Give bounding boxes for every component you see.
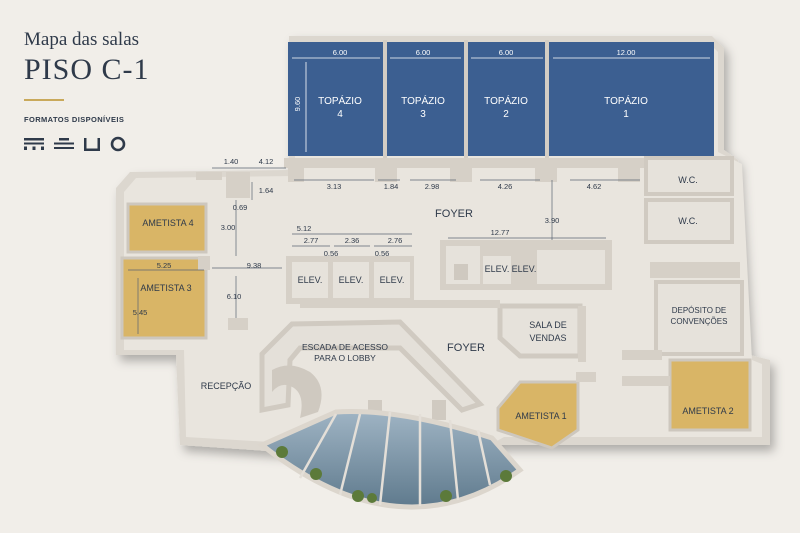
dim-4-12: 4.12	[259, 157, 274, 166]
label-ametista-4: AMETISTA 4	[142, 218, 193, 228]
label-elev-5: ELEV.	[512, 264, 537, 274]
label-topazio-1-num: 1	[623, 109, 629, 120]
dim-4-26: 4.26	[498, 182, 513, 191]
dim-2-36: 2.36	[345, 236, 360, 245]
dim-3-90: 3.90	[545, 216, 560, 225]
label-deposito-1: DEPÓSITO DE	[672, 306, 727, 315]
escada-block[interactable]	[259, 319, 485, 414]
dim-t2-width: 6.00	[499, 48, 514, 57]
dim-0-56-a: 0.56	[324, 249, 339, 258]
label-ametista-2: AMETISTA 2	[682, 406, 733, 416]
label-topazio-4: TOPÁZIO	[318, 94, 362, 107]
label-sala-vendas-2: VENDAS	[529, 333, 566, 343]
dim-3-00: 3.00	[221, 223, 236, 232]
inner-walls	[198, 256, 596, 382]
topazio-rooms	[288, 40, 714, 158]
atrium-mullions	[298, 411, 492, 506]
label-ametista-3: AMETISTA 3	[140, 283, 191, 293]
label-topazio-1: TOPÁZIO	[604, 94, 648, 107]
formats-list	[24, 136, 184, 152]
dim-2-98: 2.98	[425, 182, 440, 191]
title-divider	[24, 99, 64, 101]
label-foyer-top: FOYER	[435, 208, 473, 220]
dim-1-40: 1.40	[224, 157, 239, 166]
room-ametista-2[interactable]	[668, 358, 752, 432]
dim-2-76: 2.76	[388, 236, 403, 245]
label-foyer-mid: FOYER	[447, 342, 485, 354]
dim-12-77: 12.77	[491, 228, 510, 237]
dim-9-38: 9.38	[247, 261, 262, 270]
room-topazio-1[interactable]	[549, 42, 714, 156]
theater-icon[interactable]	[54, 137, 74, 151]
label-ametista-1: AMETISTA 1	[515, 411, 566, 421]
u-shape-icon[interactable]	[84, 137, 100, 151]
header: Mapa das salas PISO C-1 FORMATOS DISPONÍ…	[24, 30, 184, 152]
dim-t3-width: 6.00	[416, 48, 431, 57]
label-recepcao: RECEPÇÃO	[201, 381, 252, 391]
stair-steps	[272, 365, 322, 418]
label-topazio-4-num: 4	[337, 109, 343, 120]
dim-1-84: 1.84	[384, 182, 399, 191]
room-sala-de-vendas[interactable]	[497, 303, 583, 359]
map-title: Mapa das salas	[24, 29, 140, 50]
dim-1-64: 1.64	[259, 186, 274, 195]
label-elev-4: ELEV.	[485, 264, 510, 274]
dim-0-69: 0.69	[233, 203, 248, 212]
plants	[276, 446, 512, 503]
dim-2-77: 2.77	[304, 236, 319, 245]
label-escada-1: ESCADA DE ACESSO	[302, 342, 388, 352]
label-elev-1: ELEV.	[298, 275, 323, 285]
dim-t1-width: 12.00	[617, 48, 636, 57]
dim-5-25: 5.25	[157, 261, 172, 270]
dim-6-10: 6.10	[227, 292, 242, 301]
dim-5-12: 5.12	[297, 224, 312, 233]
dim-4-62: 4.62	[587, 182, 602, 191]
label-elev-3: ELEV.	[380, 275, 405, 285]
room-ametista-3[interactable]	[120, 256, 208, 340]
dim-topazio-height: 9.60	[293, 97, 302, 112]
label-wc-2: W.C.	[678, 216, 698, 226]
wc-rooms	[644, 156, 740, 278]
label-topazio-2-num: 2	[503, 109, 509, 120]
dim-0-56-b: 0.56	[375, 249, 390, 258]
classroom-icon[interactable]	[24, 137, 44, 151]
elevator-block-left	[286, 256, 414, 304]
round-table-icon[interactable]	[110, 136, 126, 152]
topazio-dim-lines	[292, 57, 710, 152]
label-topazio-2: TOPÁZIO	[484, 94, 528, 107]
dim-3-13: 3.13	[327, 182, 342, 191]
label-topazio-3: TOPÁZIO	[401, 94, 445, 107]
formats-label: FORMATOS DISPONÍVEIS	[24, 115, 125, 124]
dim-t4-width: 6.00	[333, 48, 348, 57]
dim-lines	[128, 167, 640, 334]
label-sala-vendas-1: SALA DE	[529, 320, 567, 330]
dim-5-45: 5.45	[133, 308, 148, 317]
room-ametista-1[interactable]	[496, 380, 580, 450]
room-topazio-2[interactable]	[467, 42, 546, 156]
elevator-block-right	[440, 240, 612, 290]
foyer-walls	[196, 158, 714, 198]
label-topazio-3-num: 3	[420, 109, 426, 120]
floor-title: PISO C-1	[24, 53, 150, 86]
room-topazio-4[interactable]	[288, 42, 383, 156]
label-wc-1: W.C.	[678, 175, 698, 185]
label-deposito-2: CONVENÇÕES	[671, 317, 728, 326]
room-topazio-3[interactable]	[386, 42, 464, 156]
room-ametista-4[interactable]	[126, 202, 208, 254]
room-deposito[interactable]	[654, 280, 744, 356]
label-escada-2: PARA O LOBBY	[314, 353, 376, 363]
label-elev-2: ELEV.	[339, 275, 364, 285]
